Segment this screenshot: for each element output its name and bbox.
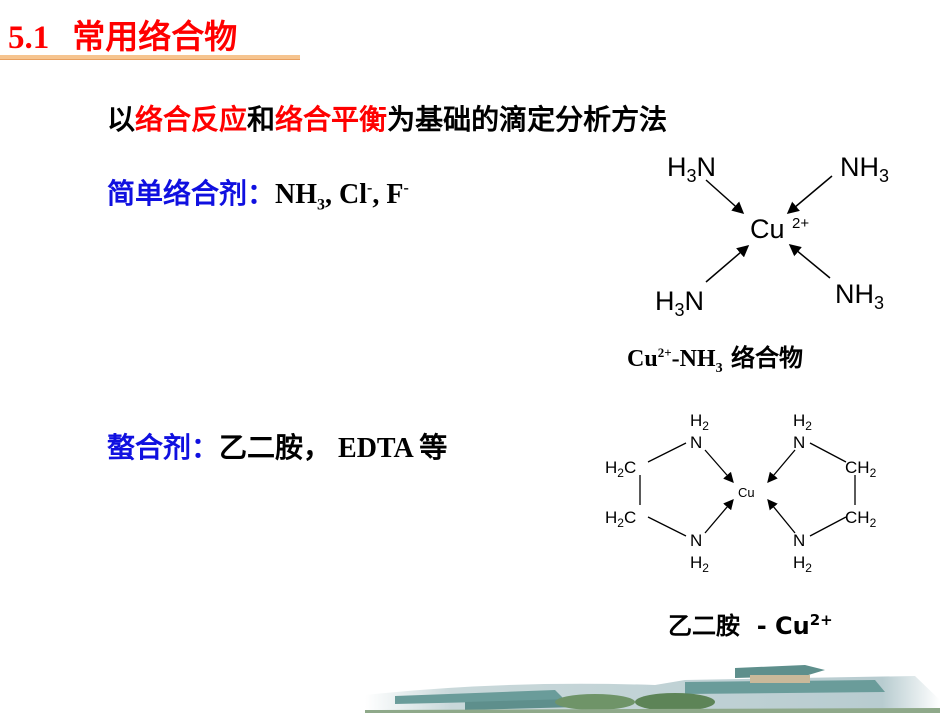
h2c: H2C <box>605 458 636 480</box>
intro-line: 以络合反应和络合平衡为基础的滴定分析方法 <box>107 98 667 138</box>
h2: H2 <box>690 553 709 575</box>
simple-ligands-list: NH3, Cl-, F- <box>275 179 409 214</box>
cap-cu: Cu <box>627 346 658 372</box>
cap-charge: 2+ <box>809 611 833 629</box>
intro-4: 络合平衡 <box>275 103 388 136</box>
edta: EDTA <box>331 433 420 464</box>
cu-nh3-diagram: Cu 2+ H3N NH3 H3N NH3 <box>655 152 889 320</box>
sup: - <box>367 179 373 197</box>
intro-3: 和 <box>247 103 276 136</box>
bond-arrow <box>788 244 831 279</box>
en-cu-caption: 乙二胺 - Cu2+ <box>668 606 833 641</box>
ligand-br: NH3 <box>835 279 884 313</box>
bond-arrow <box>786 175 833 214</box>
bond-arrow <box>705 245 750 283</box>
ch2: CH2 <box>845 508 877 530</box>
nh: NH <box>275 179 318 210</box>
section-number: 5.1 <box>8 20 50 56</box>
ligand-tr: NH3 <box>840 152 889 186</box>
cap-ion: - Cu <box>740 612 810 640</box>
title-text: 常用络合物 <box>72 17 238 56</box>
slide-title: 5.1 常用络合物 <box>8 10 237 58</box>
cu-center: Cu <box>750 214 785 244</box>
f: , F <box>372 179 404 210</box>
intro-5: 为基础的滴定分析方法 <box>387 103 668 136</box>
cu-charge: 2+ <box>792 215 809 232</box>
chelating-text: 乙二胺， <box>219 431 332 464</box>
h2: H2 <box>690 411 709 433</box>
cu-center: Cu <box>738 485 755 500</box>
cap-nh: -NH <box>671 346 716 372</box>
ethylenediamine-cu-diagram: Cu H2 N H2 N N H2 N H2 H2C H2C CH2 CH2 <box>605 411 877 575</box>
cap-text: 络合物 <box>722 344 803 372</box>
h2: H2 <box>793 411 812 433</box>
intro-1: 以 <box>107 103 136 136</box>
campus-building-image <box>365 665 940 713</box>
etc: 等 <box>419 431 448 464</box>
n: N <box>793 433 805 452</box>
cap-charge: 2+ <box>657 345 672 360</box>
cu-nh3-caption: Cu2+-NH3 络合物 <box>627 338 803 377</box>
ch2: CH2 <box>845 458 877 480</box>
h2c: H2C <box>605 508 636 530</box>
h2: H2 <box>793 553 812 575</box>
bond-arrow <box>705 179 745 214</box>
title-underline <box>0 55 300 60</box>
sup: - <box>403 179 409 197</box>
n: N <box>690 433 702 452</box>
ligand-bl: H3N <box>655 286 704 320</box>
sub: 3 <box>317 196 326 214</box>
ligand-tl: H3N <box>667 152 716 186</box>
cl: , Cl <box>325 179 368 210</box>
simple-ligands-line: 简单络合剂：NH3, Cl-, F- <box>107 172 409 215</box>
intro-2: 络合反应 <box>135 103 248 136</box>
n: N <box>793 531 805 550</box>
n: N <box>690 531 702 550</box>
simple-ligands-label: 简单络合剂： <box>107 177 276 210</box>
chelating-label: 螯合剂： <box>107 431 220 464</box>
chelating-line: 螯合剂：乙二胺， EDTA 等 <box>107 426 447 466</box>
cap-sub: 3 <box>715 360 723 376</box>
cap-text: 乙二胺 <box>668 612 740 640</box>
